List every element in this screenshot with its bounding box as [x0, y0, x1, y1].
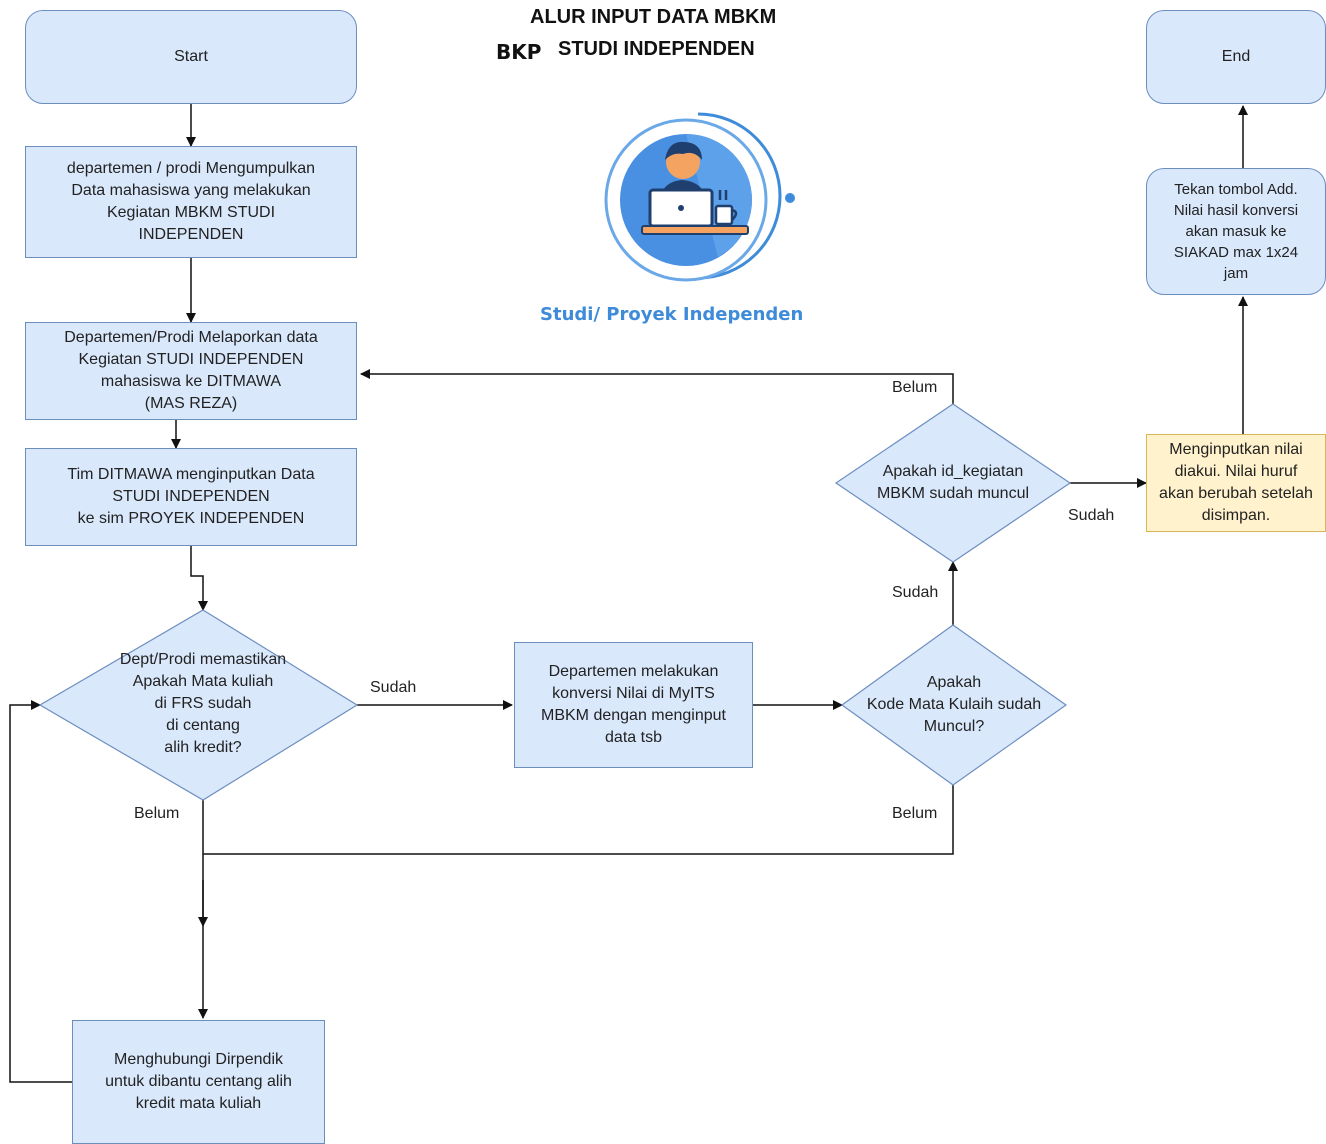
label-id-no: Belum: [892, 379, 938, 396]
edge-code-belum: [203, 785, 954, 855]
decision-id-shape: [834, 403, 1072, 563]
diagram-title-prefix: BKP: [496, 40, 542, 64]
logo-caption: Studi/ Proyek Independen: [540, 304, 804, 325]
decision-code-text: Apakah Kode Mata Kulaih sudah Muncul?: [866, 674, 1042, 735]
edge-contact-loop: [9, 700, 72, 1083]
convert-grade-node: Departemen melakukan konversi Nilai di M…: [514, 642, 753, 768]
decision-frs-shape: [38, 609, 359, 801]
studi-independen-logo: [598, 110, 798, 290]
decision-code-shape: [840, 624, 1068, 786]
label-frs-yes: Sudah: [370, 679, 417, 696]
decision-frs-text: Dept/Prodi memastikan Apakah Mata kuliah…: [119, 651, 287, 756]
edge-input-checkfrs: [190, 546, 208, 611]
edge-id-report: [360, 369, 954, 404]
person-laptop-icon: [604, 112, 795, 282]
label-code-yes: Sudah: [892, 584, 939, 601]
start-node: Start: [25, 10, 357, 104]
end-node: End: [1146, 10, 1326, 104]
diagram-title-line1: ALUR INPUT DATA MBKM: [530, 6, 777, 28]
decision-id-text: Apakah id_kegiatan MBKM sudah muncul: [876, 463, 1030, 502]
label-id-yes: Sudah: [1068, 507, 1115, 524]
report-data-node: Departemen/Prodi Melaporkan data Kegiata…: [25, 322, 357, 420]
label-frs-no: Belum: [134, 805, 180, 822]
label-code-no: Belum: [892, 805, 938, 822]
contact-dirpendik-node: Menghubungi Dirpendik untuk dibantu cent…: [72, 1020, 325, 1144]
ditmawa-input-node: Tim DITMAWA menginputkan Data STUDI INDE…: [25, 448, 357, 546]
press-add-node: Tekan tombol Add. Nilai hasil konversi a…: [1146, 168, 1326, 295]
diagram-title-line2: STUDI INDEPENDEN: [558, 38, 755, 60]
collect-data-node: departemen / prodi Mengumpulkan Data mah…: [25, 146, 357, 258]
input-grade-node: Menginputkan nilai diakui. Nilai huruf a…: [1146, 434, 1326, 532]
